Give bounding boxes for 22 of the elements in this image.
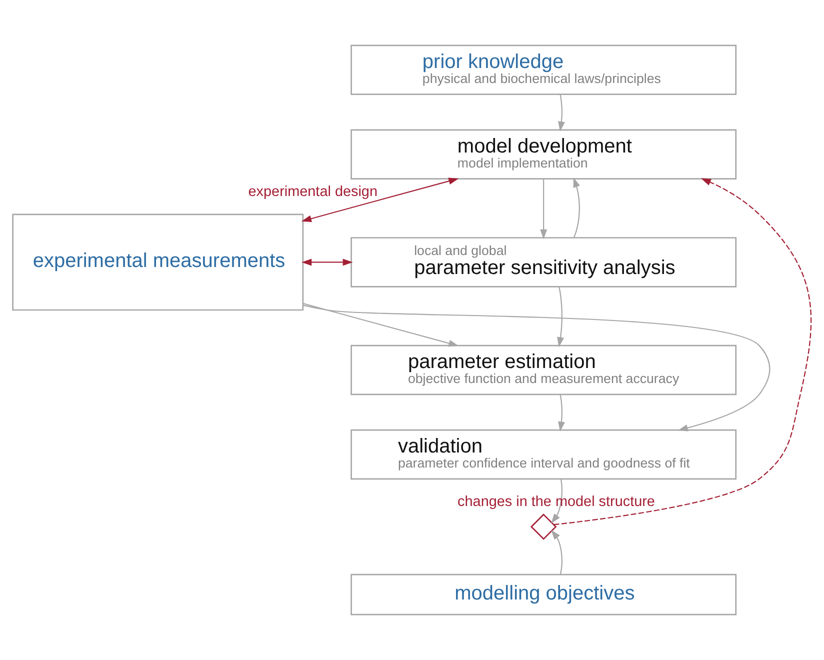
arrow: [558, 94, 565, 132]
node-box: validation parameter confidence interval and goodness of fit: [350, 429, 737, 480]
arrow: [558, 394, 565, 432]
node-box: experimental measurements: [12, 214, 304, 311]
node-box: prior knowledge physical and biochemical laws/principles: [350, 44, 737, 96]
node-box: modelling objectives: [350, 574, 737, 616]
node-box: model development model implementation: [350, 129, 737, 180]
arrow: [302, 302, 459, 347]
arrow: [540, 178, 548, 240]
node-box: local and global parameter sensitivity analysis: [350, 237, 737, 288]
node-box: parameter estimation objective function and measurement accuracy: [350, 344, 737, 396]
arrow: [554, 178, 812, 526]
arrow: [550, 530, 562, 575]
arrow: [301, 178, 459, 222]
node-diamond: [530, 514, 557, 540]
arrow: [573, 177, 580, 238]
edge-label: experimental design: [248, 184, 378, 200]
arrow: [557, 286, 564, 348]
arrow: [551, 479, 562, 524]
edge-label: changes in the model structure: [458, 494, 655, 510]
arrow: [302, 258, 353, 266]
arrow: [302, 304, 770, 432]
